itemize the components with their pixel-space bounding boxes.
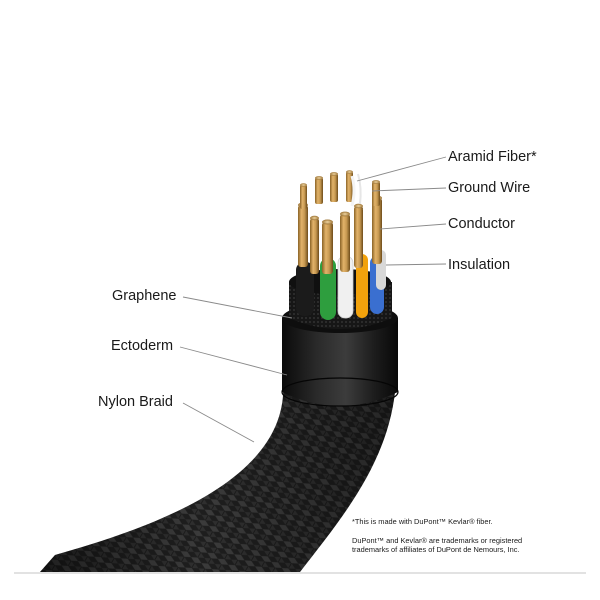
aramid-fibers — [350, 173, 368, 211]
label-ground-wire: Ground Wire — [448, 180, 531, 196]
leader-conductor — [379, 223, 447, 230]
footnote-kevlar: *This is made with DuPont™ Kevlar® fiber… — [352, 517, 493, 526]
bottom-divider — [14, 572, 586, 574]
label-conductor: Conductor — [448, 216, 515, 232]
leader-ectoderm — [179, 346, 288, 376]
leader-nylon-braid — [182, 402, 255, 443]
label-graphene: Graphene — [112, 288, 177, 304]
leader-aramid-fiber — [356, 156, 447, 182]
label-nylon-braid: Nylon Braid — [98, 394, 173, 410]
conductor-strands — [298, 170, 382, 274]
footnote-trademark: DuPont™ and Kevlar® are trademarks or re… — [352, 536, 522, 555]
nylon-braid — [40, 380, 396, 572]
insulation-black — [296, 262, 314, 316]
insulation-orange — [356, 254, 368, 318]
leader-graphene — [182, 296, 293, 319]
leader-lines — [179, 156, 447, 443]
label-ectoderm: Ectoderm — [111, 338, 174, 354]
leader-insulation — [385, 263, 447, 266]
leader-ground-wire — [371, 187, 447, 192]
label-insulation: Insulation — [448, 257, 511, 273]
label-aramid-fiber: Aramid Fiber* — [448, 149, 537, 165]
footnote-trademark-line2: trademarks of affiliates of DuPont de Ne… — [352, 545, 520, 555]
footnote-trademark-line1: DuPont™ and Kevlar® are trademarks or re… — [352, 536, 523, 545]
